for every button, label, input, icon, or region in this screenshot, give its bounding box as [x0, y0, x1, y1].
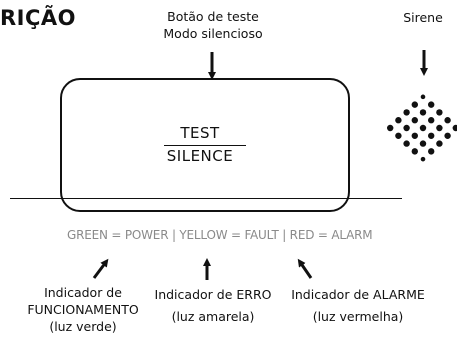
power-indicator-callout: Indicador de FUNCIONAMENTO (luz verde): [18, 284, 148, 335]
siren-hole: [403, 140, 410, 147]
siren-hole: [428, 148, 435, 155]
power-callout-line1: Indicador de: [44, 285, 122, 300]
smoke-alarm-device: [60, 78, 350, 212]
siren-hole: [436, 140, 443, 147]
power-callout-line2: FUNCIONAMENTO: [27, 302, 139, 317]
siren-hole: [411, 101, 418, 108]
indicator-legend: GREEN = POWER | YELLOW = FAULT | RED = A…: [67, 228, 373, 242]
power-callout-line3: (luz verde): [49, 319, 117, 334]
siren-callout: Sirene: [403, 10, 443, 25]
siren-hole: [419, 140, 427, 147]
test-button-label: TEST: [180, 124, 220, 142]
ceiling-line: [10, 198, 402, 199]
siren-hole: [419, 109, 427, 116]
siren-hole: [403, 124, 410, 132]
siren-hole: [411, 148, 418, 155]
siren-hole: [436, 124, 443, 132]
siren-hole: [428, 101, 435, 108]
siren-hole: [452, 124, 457, 132]
siren-holes-icon: [387, 94, 457, 162]
siren-hole: [444, 117, 451, 124]
test-silence-divider: [164, 145, 246, 146]
siren-hole: [436, 109, 443, 116]
siren-hole: [428, 117, 435, 124]
test-button-callout-line1: Botão de teste: [167, 9, 259, 24]
siren-hole: [428, 132, 435, 139]
siren-hole: [419, 124, 427, 132]
siren-hole: [411, 132, 418, 139]
silence-button-label: SILENCE: [166, 147, 234, 165]
alarm-indicator-arrow: [297, 258, 313, 279]
siren-hole: [387, 124, 394, 132]
siren-hole: [395, 132, 402, 139]
test-button-callout-line2: Modo silencioso: [163, 26, 263, 41]
section-heading: RIÇÃO: [0, 6, 76, 30]
siren-hole: [420, 156, 426, 162]
siren-hole: [444, 132, 451, 139]
siren-hole: [420, 94, 426, 100]
fault-callout-line1: Indicador de ERRO: [154, 287, 272, 302]
alarm-indicator-callout: Indicador de ALARME (luz vermelha): [283, 286, 433, 325]
alarm-callout-line1: Indicador de ALARME: [291, 287, 425, 302]
alarm-callout-line2: (luz vermelha): [312, 309, 404, 324]
siren-hole: [395, 117, 402, 124]
fault-callout-line2: (luz amarela): [171, 309, 255, 324]
siren-hole: [403, 109, 410, 116]
siren-hole: [411, 117, 418, 124]
fault-indicator-callout: Indicador de ERRO (luz amarela): [148, 286, 278, 325]
test-button-callout: Botão de teste Modo silencioso: [148, 8, 278, 42]
power-indicator-arrow: [92, 258, 109, 279]
